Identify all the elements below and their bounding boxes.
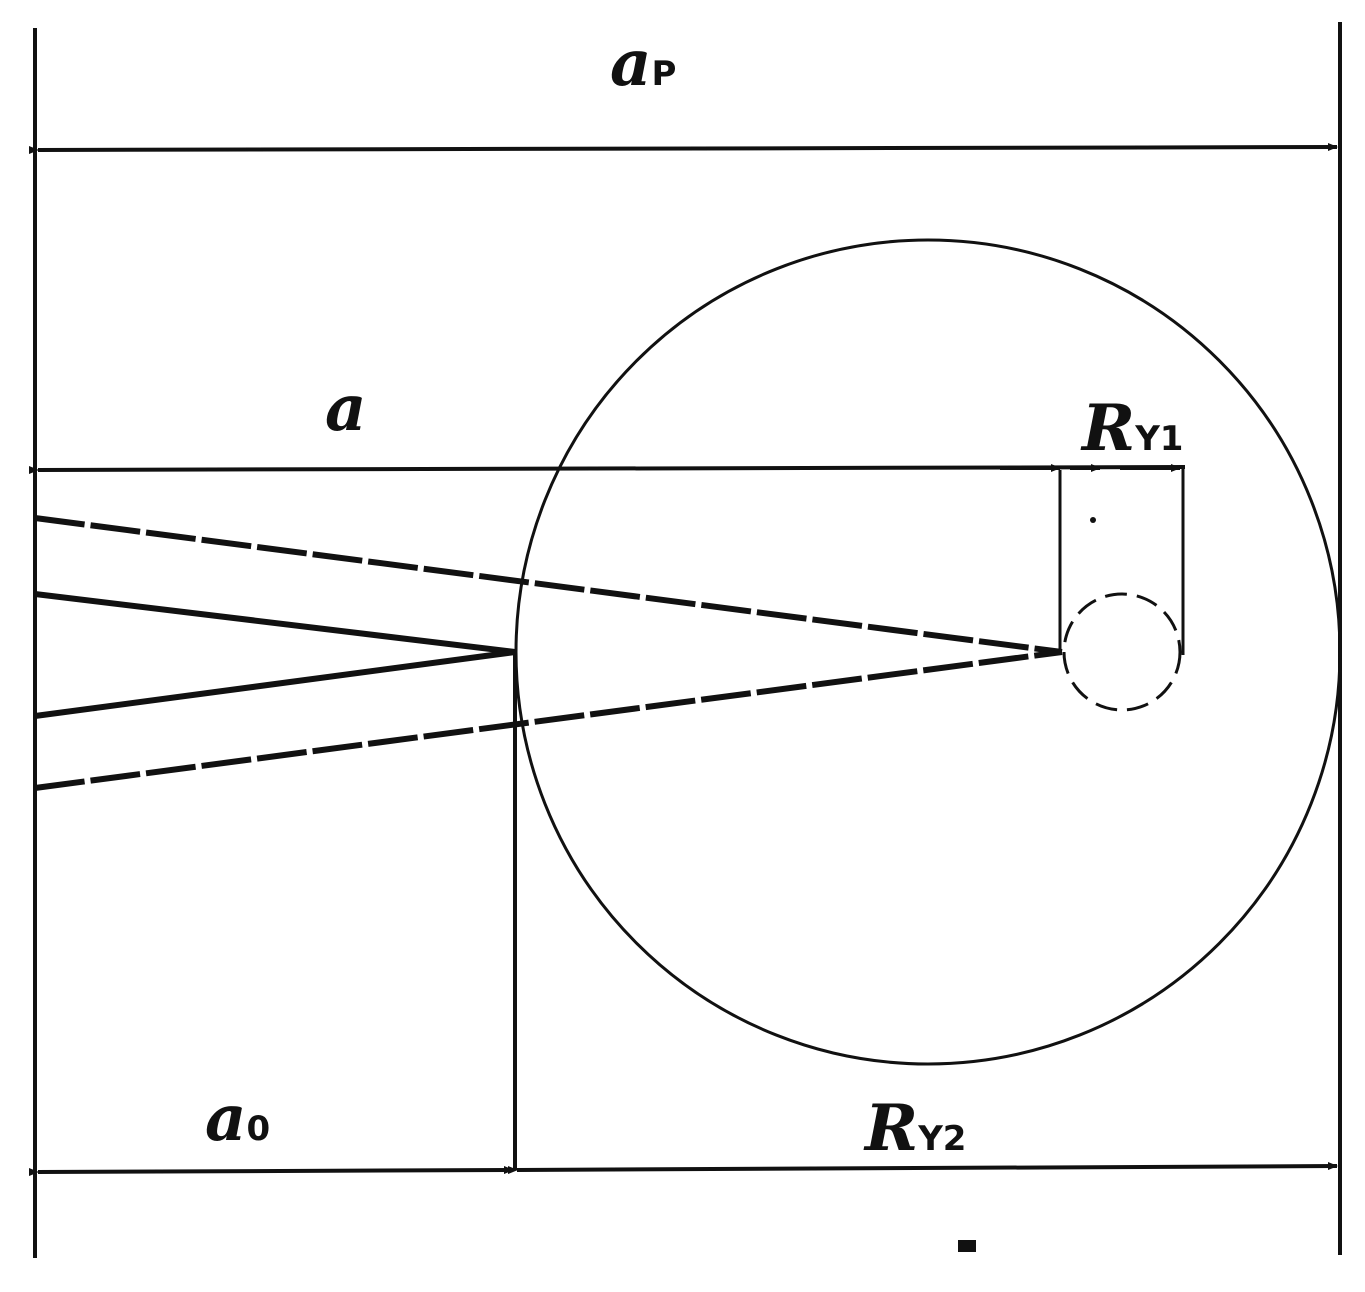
dashed-lower-line — [34, 649, 1063, 791]
ry1-label: RY1 — [1080, 391, 1183, 466]
solid-lower-line — [34, 649, 516, 719]
a-label: a — [325, 371, 366, 446]
stray-mark — [958, 1240, 976, 1252]
small-dashed-circle — [1062, 592, 1182, 712]
solid-upper-line — [34, 591, 516, 655]
slot-center-dot — [1090, 517, 1096, 523]
dashed-upper-line — [34, 515, 1063, 655]
ry2-label: RY2 — [863, 1091, 966, 1166]
a-dimension-line — [28, 465, 1186, 475]
a0-dimension-line — [28, 1166, 514, 1177]
ap-label: aP — [610, 26, 676, 101]
a0-label: a0 — [205, 1081, 270, 1156]
ry2-dimension-line — [507, 1162, 1338, 1175]
ap-dimension-line — [28, 143, 1338, 155]
large-circle — [514, 238, 1342, 1066]
